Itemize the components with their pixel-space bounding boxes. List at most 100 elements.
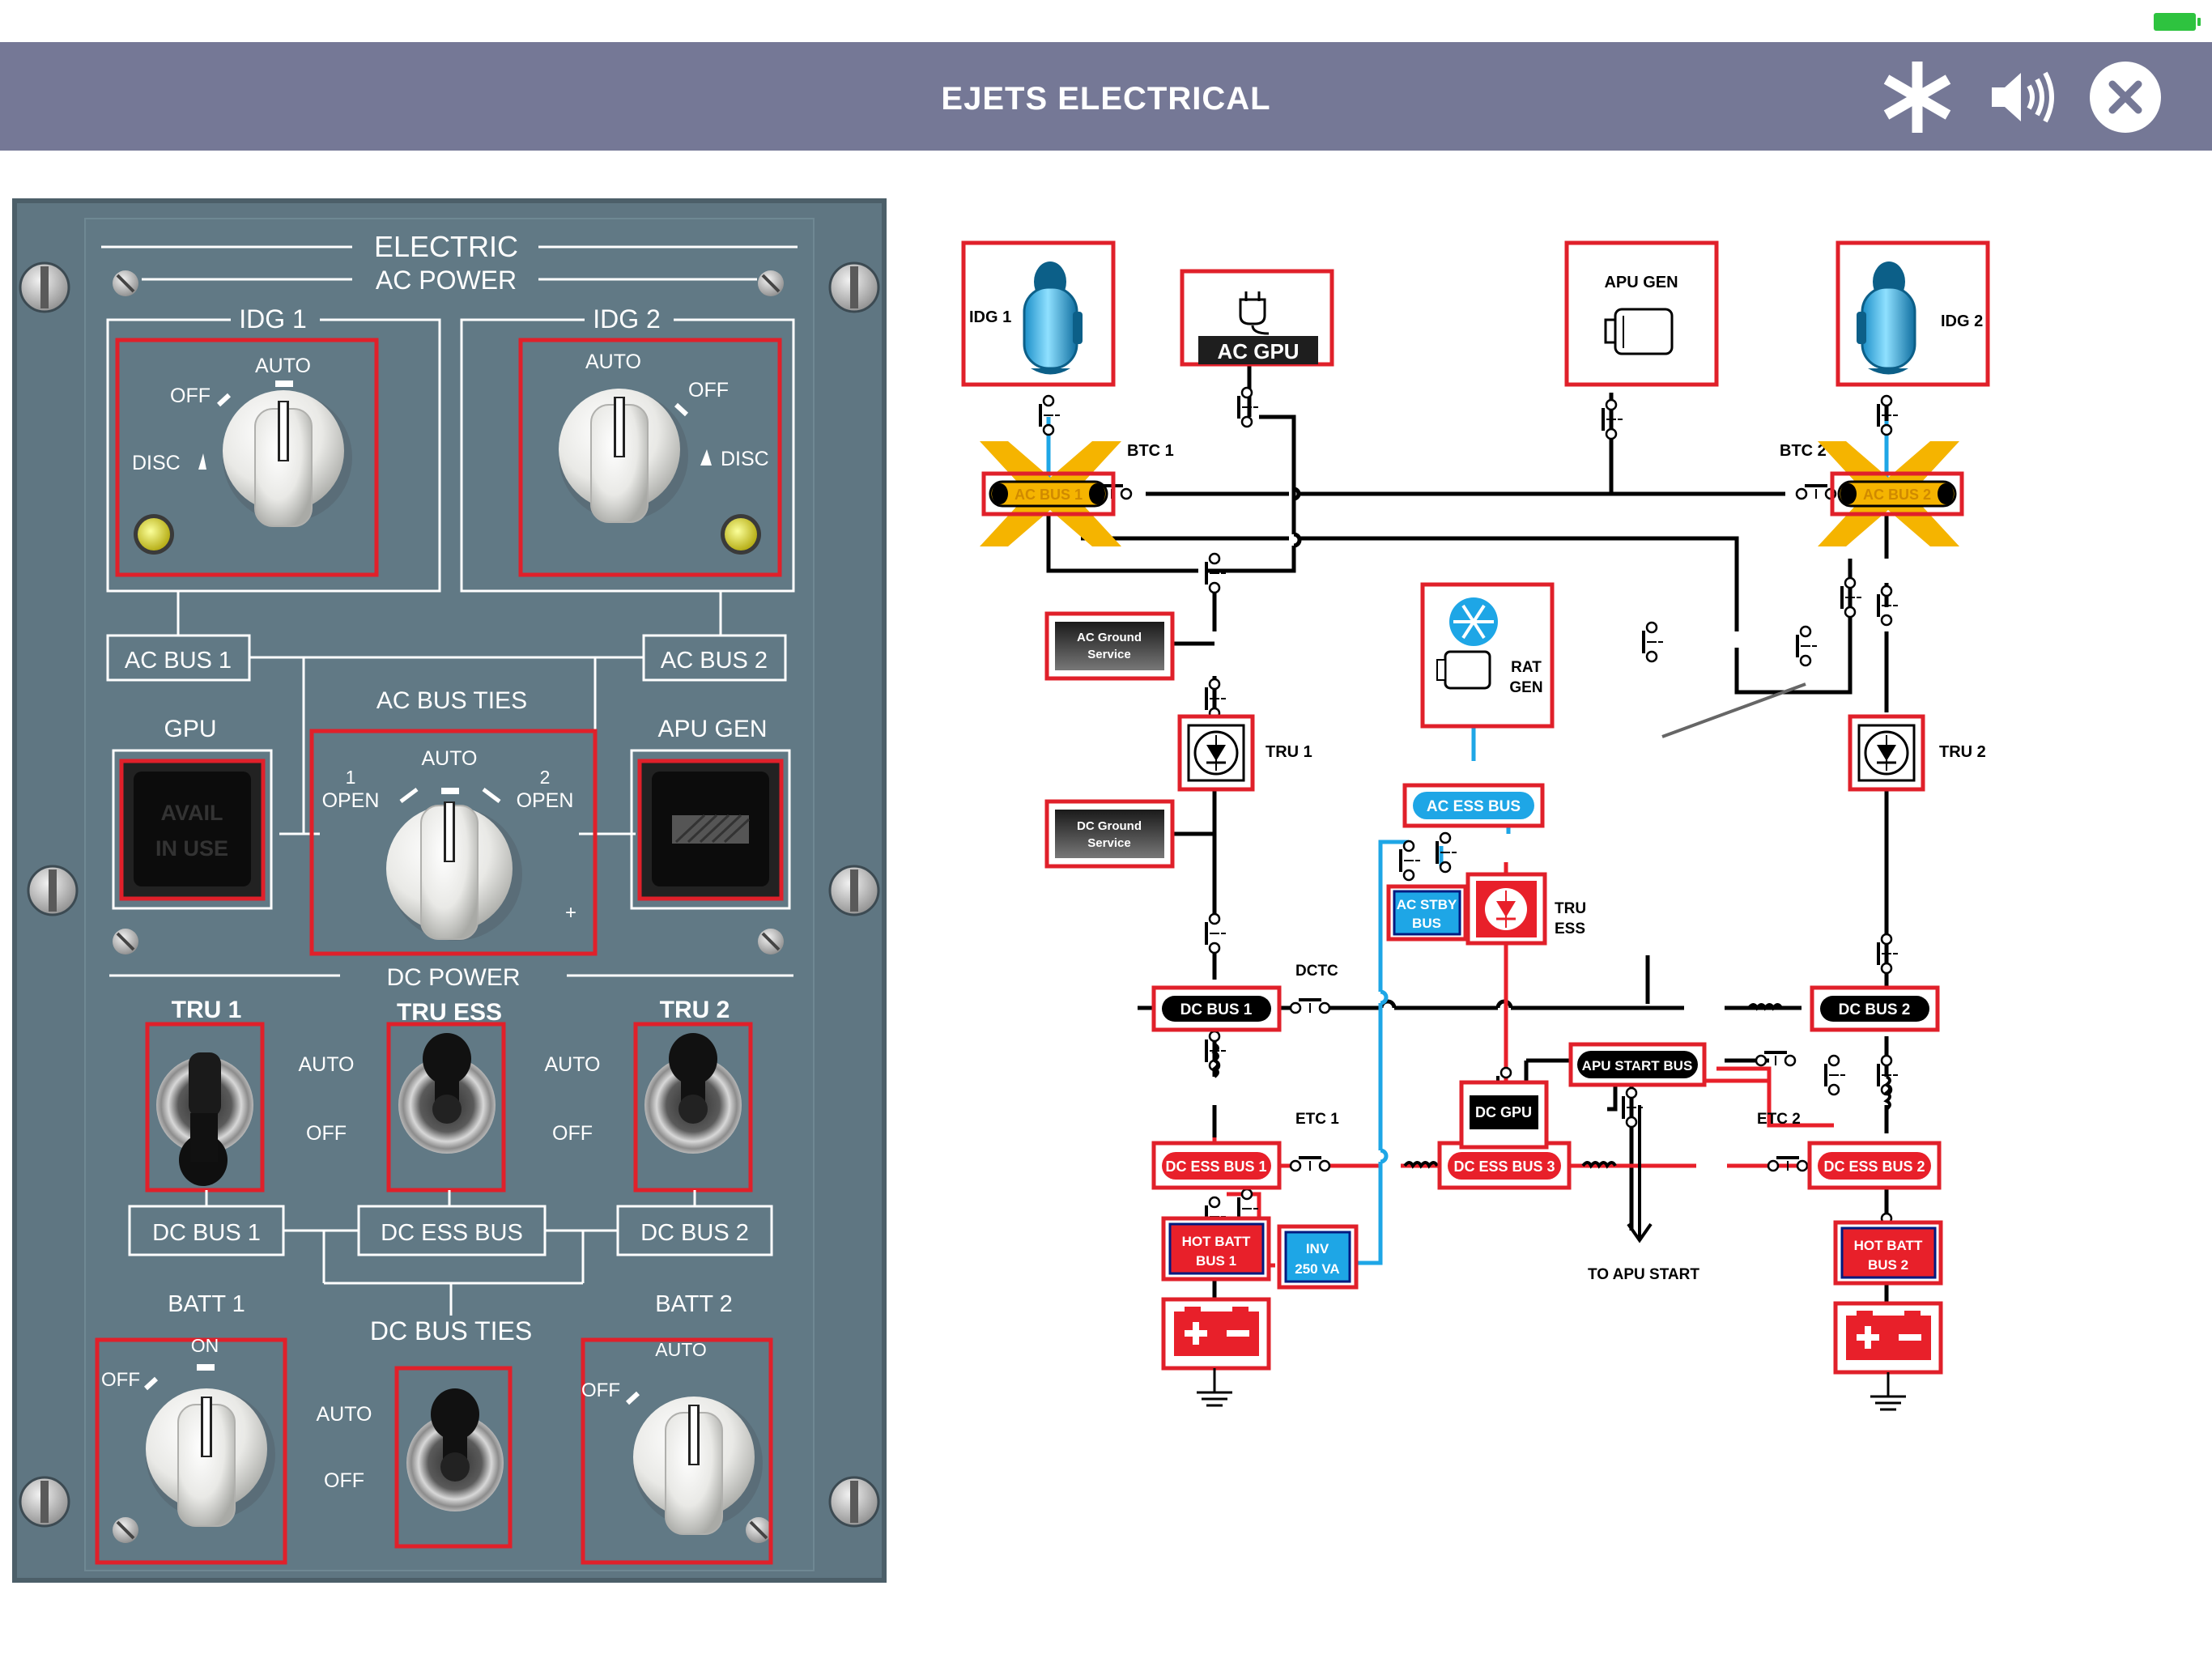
ac-bus2-node[interactable]: AC BUS 2 (1818, 441, 1964, 546)
tru2-label: TRU 2 (660, 997, 730, 1023)
ac-bus-ties-selector[interactable]: AUTO 1 OPEN 2 OPEN + (309, 729, 598, 956)
idg2-diagram-label: IDG 2 (1941, 312, 1983, 330)
dc-ground-service-node[interactable]: DC Ground Service (1044, 799, 1175, 869)
ac-power-label: AC POWER (376, 266, 517, 295)
apu-gen-node[interactable]: APU GEN (1564, 240, 1719, 387)
dc-ess-bus1-label: DC ESS BUS 1 (1165, 1158, 1266, 1175)
idg1-selector[interactable]: OFF AUTO DISC (115, 338, 379, 577)
idg2-label: IDG 2 (593, 304, 661, 334)
ac-ground-service-node[interactable]: AC Ground Service (1044, 611, 1175, 681)
tru1-label: TRU 1 (172, 997, 242, 1023)
gpu-avail-text: AVAIL (161, 801, 223, 825)
close-button[interactable] (2085, 57, 2166, 138)
ac-ess-bus-label: AC ESS BUS (1427, 798, 1521, 815)
ac-ties-plus-label: + (565, 902, 576, 924)
ac-ties-1-label: 1 (346, 767, 356, 788)
asterisk-icon (1883, 62, 1951, 133)
rat-gen-node[interactable]: RAT GEN (1420, 582, 1555, 729)
panel-screws (19, 261, 880, 1543)
gpu-label: GPU (164, 716, 216, 742)
idg2-node[interactable]: IDG 2 (1836, 240, 1990, 387)
tru-ess-label: TRU ESS (397, 999, 502, 1026)
ac-ties-auto-label: AUTO (422, 747, 478, 770)
idg1-node[interactable]: IDG 1 (961, 240, 1116, 387)
dc-gpu-node[interactable]: DC GPU (1459, 1080, 1549, 1150)
tru-ess-node[interactable] (1465, 872, 1547, 946)
battery2-icon (1833, 1301, 1943, 1375)
electric-panel: ELECTRIC AC POWER IDG 1 IDG 2 OFF AUTO D… (12, 198, 887, 1583)
batt1-selector[interactable]: ON OFF (95, 1335, 287, 1565)
hot-batt-bus1-line2: BUS 1 (1196, 1253, 1236, 1269)
tru2-toggle[interactable] (633, 1022, 753, 1192)
ground-symbols (1197, 1368, 1906, 1411)
dc-bus-ties-toggle[interactable] (394, 1366, 513, 1549)
idg1-auto-label: AUTO (255, 355, 311, 377)
apu-start-bus-node[interactable]: APU START BUS (1568, 1042, 1707, 1087)
tru-ess-line1: TRU (1555, 900, 1586, 917)
ac-stby-bus-line1: AC STBY (1397, 897, 1457, 912)
dc-bus2-node[interactable]: DC BUS 2 (1810, 985, 1940, 1032)
ac-stby-bus-line2: BUS (1412, 916, 1441, 931)
dc-ground-service-line1: DC Ground (1077, 819, 1142, 833)
dc-power-label: DC POWER (387, 964, 521, 991)
asterisk-button[interactable] (1877, 57, 1958, 138)
ac-bus2-diagram-label: AC BUS 2 (1863, 487, 1931, 503)
hot-batt-bus2-node[interactable]: HOT BATT BUS 2 (1833, 1220, 1943, 1286)
dc-ess-bus2-node[interactable]: DC ESS BUS 2 (1807, 1141, 1942, 1190)
tru2-node[interactable] (1848, 714, 1925, 792)
ac-bus1-label: AC BUS 1 (125, 648, 232, 674)
ac-ground-service-line2: Service (1087, 648, 1130, 661)
ac-gpu-label: AC GPU (1217, 339, 1299, 363)
idg1-label: IDG 1 (239, 304, 307, 334)
ac-ties-open2-label: OPEN (517, 789, 574, 812)
dc-ties-off-label: OFF (324, 1469, 364, 1492)
ac-ess-bus-node[interactable]: AC ESS BUS (1402, 783, 1545, 828)
batt2-label: BATT 2 (655, 1291, 733, 1317)
dc-ess-bus3-node[interactable]: DC ESS BUS 3 (1437, 1141, 1572, 1190)
ac-bus-ties-label: AC BUS TIES (376, 687, 527, 714)
dc-bus1-node[interactable]: DC BUS 1 (1151, 985, 1282, 1032)
status-bar (0, 0, 2212, 42)
dc-ties-auto-label: AUTO (317, 1403, 372, 1426)
ac-ties-2-label: 2 (540, 767, 551, 788)
batt2-off-label: OFF (581, 1380, 620, 1401)
btc1-label: BTC 1 (1127, 442, 1174, 460)
dc-ess-bus3-label: DC ESS BUS 3 (1453, 1158, 1555, 1175)
gpu-in-use-text: IN USE (155, 836, 228, 861)
batt1-on-label: ON (191, 1335, 219, 1356)
gpu-button[interactable]: AVAIL IN USE (119, 759, 266, 901)
dctc-label: DCTC (1295, 963, 1338, 980)
batt2-selector[interactable]: AUTO OFF (581, 1337, 773, 1565)
batt1-off-label: OFF (101, 1369, 140, 1391)
hot-batt-bus2-line1: HOT BATT (1854, 1238, 1923, 1253)
apu-gen-label: APU GEN (657, 716, 767, 742)
idg1-fault-lamp (138, 518, 170, 551)
dc-gpu-label: DC GPU (1475, 1104, 1532, 1120)
ac-bus1-node[interactable]: AC BUS 1 (980, 441, 1121, 546)
inverter-line2: 250 VA (1295, 1261, 1339, 1277)
inverter-node[interactable]: INV 250 VA (1277, 1224, 1359, 1290)
idg1-diagram-label: IDG 1 (969, 308, 1011, 326)
ac-ties-open1-label: OPEN (322, 789, 380, 812)
hot-batt-bus1-node[interactable]: HOT BATT BUS 1 (1161, 1216, 1271, 1282)
idg2-off-label: OFF (688, 379, 729, 402)
ac-stby-bus-node[interactable]: AC STBY BUS (1386, 884, 1468, 942)
idg2-fault-lamp (725, 518, 757, 551)
tru1-node[interactable] (1177, 714, 1255, 792)
tru2-diagram-label: TRU 2 (1939, 743, 1986, 761)
tru2-auto-label: AUTO (545, 1053, 601, 1076)
dc-ess-bus-label: DC ESS BUS (381, 1220, 523, 1246)
apu-gen-button[interactable] (637, 759, 784, 901)
ac-gpu-node[interactable]: AC GPU (1180, 269, 1334, 367)
ac-bus1-diagram-label: AC BUS 1 (1015, 487, 1083, 503)
idg1-disc-label: DISC (132, 452, 181, 474)
battery1-icon (1161, 1297, 1271, 1371)
ac-ground-service-line1: AC Ground (1077, 631, 1142, 644)
sound-button[interactable] (1982, 57, 2063, 138)
idg2-selector[interactable]: AUTO OFF DISC (518, 338, 782, 577)
tru1-toggle[interactable] (145, 1022, 265, 1192)
etc2-label: ETC 2 (1757, 1111, 1801, 1128)
tru-ess-toggle[interactable] (386, 1022, 506, 1192)
tru-auto-label: AUTO (299, 1053, 355, 1076)
dc-ess-bus1-node[interactable]: DC ESS BUS 1 (1151, 1141, 1282, 1190)
